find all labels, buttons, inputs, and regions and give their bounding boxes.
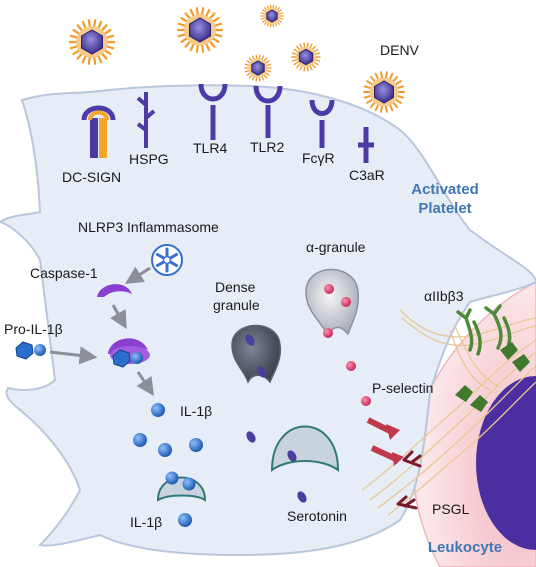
serotonin-label: Serotonin (287, 508, 347, 524)
denv-virus (176, 7, 224, 53)
nlrp3-label: NLRP3 Inflammasome (78, 219, 219, 235)
il1b-particle (178, 513, 192, 527)
p-selectin-label: P-selectin (372, 380, 433, 396)
denv-virus (244, 54, 272, 82)
fcgr-label: FcγR (302, 150, 335, 166)
nlrp3-inflammasome-icon (151, 244, 183, 276)
serotonin-release-vesicle (270, 425, 340, 472)
psgl-receptor (396, 450, 422, 510)
il1b-inside-label: IL-1β (180, 403, 212, 419)
dc-sign-receptor (81, 105, 116, 158)
p-selectin-receptor (366, 417, 404, 466)
il1b-particle (165, 471, 179, 485)
il1b-particle (158, 443, 172, 457)
serotonin-molecule (257, 366, 267, 378)
caspase-complex-icon (108, 338, 150, 368)
tlr4-receptor (198, 83, 228, 140)
denv-virus (260, 4, 284, 28)
tlr2-label: TLR2 (250, 139, 284, 155)
caspase-label: Caspase-1 (30, 265, 98, 281)
alpha-granule-protein (324, 284, 334, 294)
leukocyte-label: Leukocyte (428, 539, 502, 556)
hspg-receptor (136, 92, 156, 148)
serotonin-molecule (245, 334, 255, 346)
denv-virus (68, 19, 116, 65)
caspase-1-icon (97, 284, 132, 297)
psgl-label: PSGL (432, 501, 470, 517)
dense-granule (231, 324, 282, 384)
fibrinogen-strands (361, 309, 536, 516)
il1b-particle (151, 403, 165, 417)
alpha-granule-protein (323, 328, 333, 338)
il1b-particle (189, 438, 203, 452)
dense-granule-label-line2: granule (213, 297, 260, 313)
pro-il1b-label: Pro-IL-1β (4, 321, 63, 337)
serotonin-molecule (297, 491, 307, 503)
alpha-granule-protein (346, 361, 356, 371)
c3ar-receptor (358, 127, 374, 163)
alpha-granule-protein (341, 297, 351, 307)
il1b-released-label: IL-1β (130, 514, 162, 530)
c3ar-label: C3aR (349, 167, 385, 183)
pro-il1b-icon (15, 341, 46, 360)
fcgr-receptor (309, 99, 335, 148)
arrow-nlrp3-caspase (124, 266, 151, 284)
il1b-particle (182, 477, 196, 491)
platelet-title-line1: Activated (411, 181, 479, 198)
leukocyte-nucleus (476, 376, 536, 550)
serotonin-molecule (246, 431, 256, 443)
il1b-particle (133, 433, 147, 447)
integrin-label: αIIbβ3 (424, 288, 464, 304)
tlr2-receptor (253, 85, 283, 138)
arrow-complex-il1b (136, 371, 154, 396)
alpha-granule (305, 268, 360, 338)
arrow-caspase-complex (110, 304, 127, 330)
denv-virus (291, 42, 321, 72)
serotonin-molecule (287, 450, 297, 462)
hspg-label: HSPG (129, 151, 169, 167)
dense-granule-label-line1: Dense (215, 279, 256, 295)
arrow-pro-il1b (49, 346, 98, 365)
dc-sign-label: DC-SIGN (62, 169, 121, 185)
alpha-granule-protein (361, 396, 371, 406)
denv-label: DENV (380, 42, 420, 58)
alpha-granule-label: α-granule (306, 239, 366, 255)
platelet-title-line2: Platelet (418, 200, 471, 217)
denv-virus (363, 71, 405, 113)
tlr4-label: TLR4 (193, 140, 227, 156)
integrin-aiibb3 (455, 342, 530, 412)
